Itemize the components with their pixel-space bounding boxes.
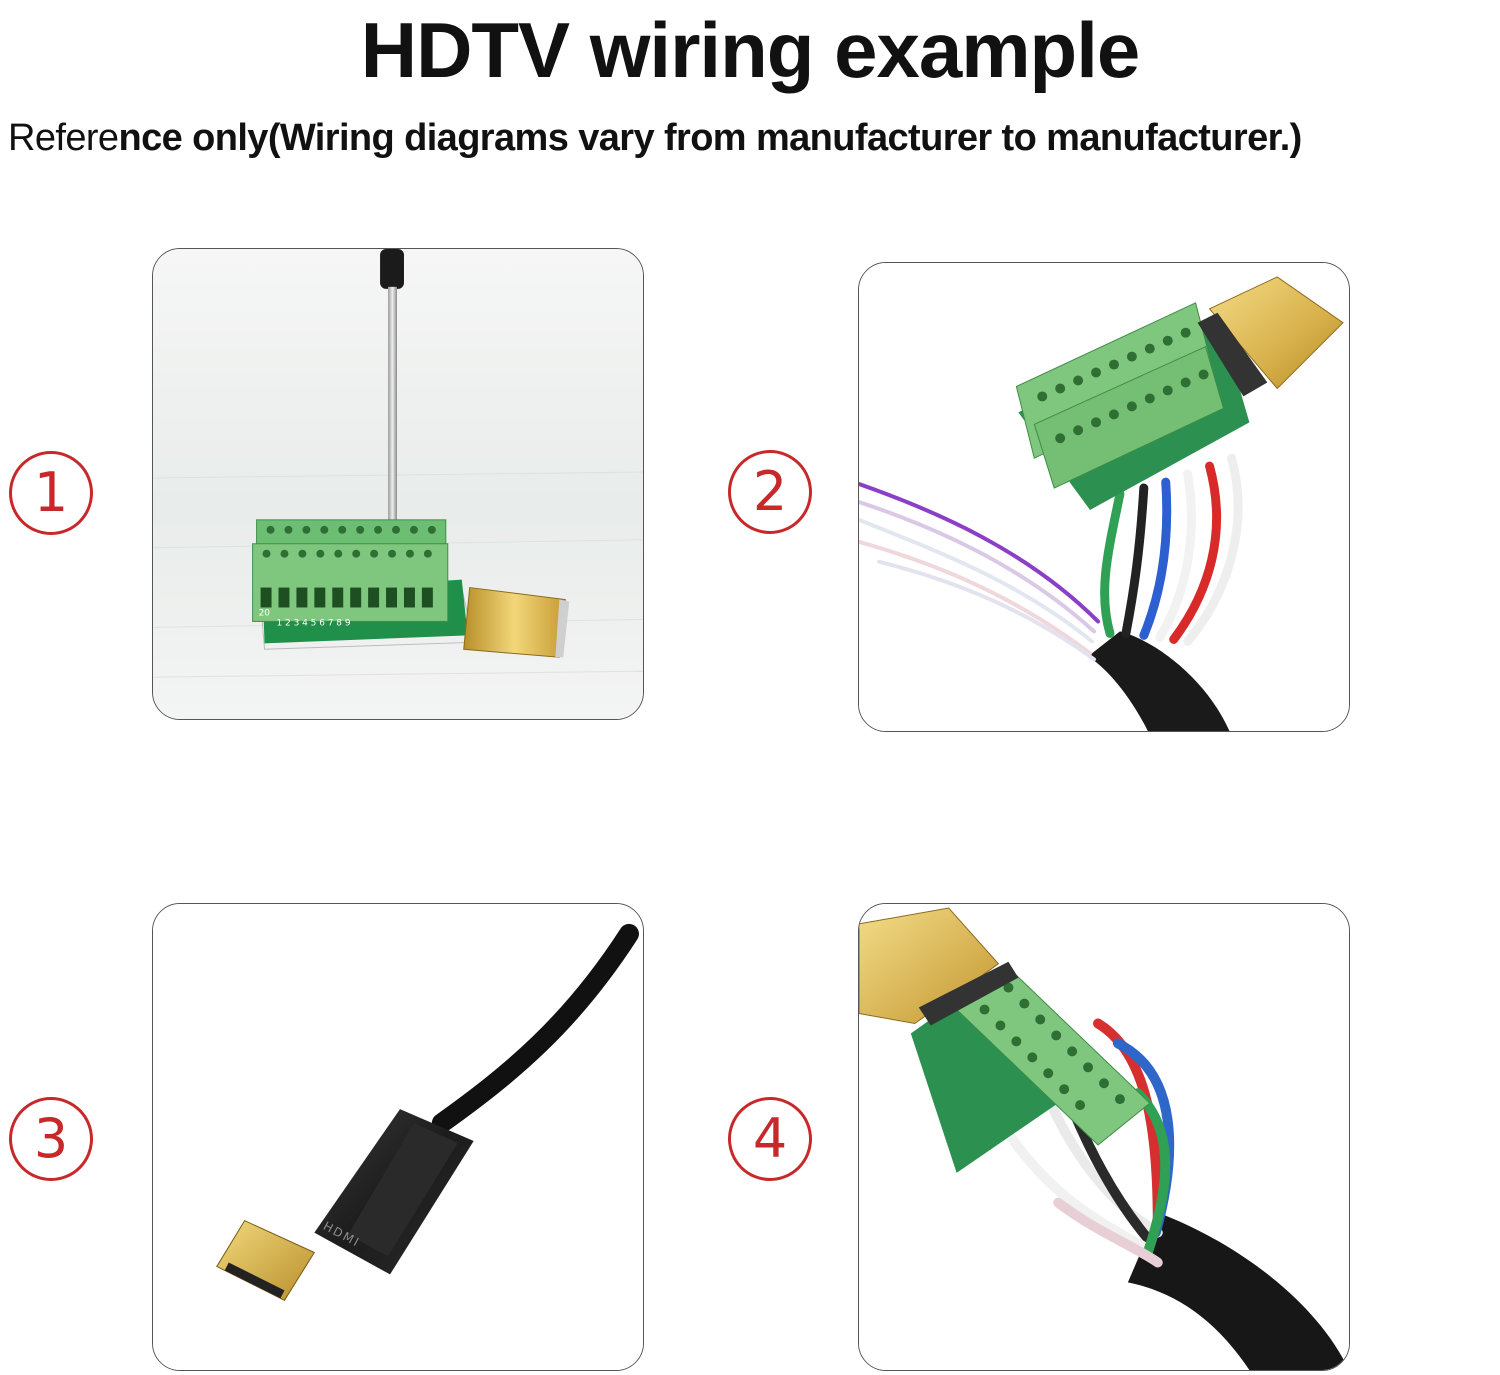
- assembled-hdmi-cable-illustration: HDMI: [153, 904, 643, 1370]
- step-3-marker: 3: [9, 1097, 93, 1181]
- page-title: HDTV wiring example: [360, 6, 1141, 94]
- step-1-photo-panel: 20 1 2 3 4 5 6 7 8 9: [152, 248, 644, 720]
- board-pin-start-label: 20: [259, 608, 271, 618]
- subtitle: Reference only(Wiring diagrams vary from…: [8, 112, 1498, 164]
- step-4-photo-panel: [858, 903, 1350, 1371]
- wired-assembly-illustration: [859, 904, 1349, 1370]
- step-1-marker: 1: [9, 451, 93, 535]
- screwdriver-terminal-illustration: 20 1 2 3 4 5 6 7 8 9: [153, 249, 643, 719]
- step-2-photo-panel: [858, 262, 1350, 732]
- step-4-marker: 4: [728, 1097, 812, 1181]
- subtitle-part-regular: Refere: [8, 117, 119, 159]
- step-2-marker: 2: [728, 450, 812, 534]
- wires-inserted-illustration: [859, 263, 1349, 731]
- board-pin-row-label: 1 2 3 4 5 6 7 8 9: [277, 618, 351, 628]
- subtitle-part-bold: nce only(Wiring diagrams vary from manuf…: [118, 117, 1302, 159]
- step-3-photo-panel: HDMI: [152, 903, 644, 1371]
